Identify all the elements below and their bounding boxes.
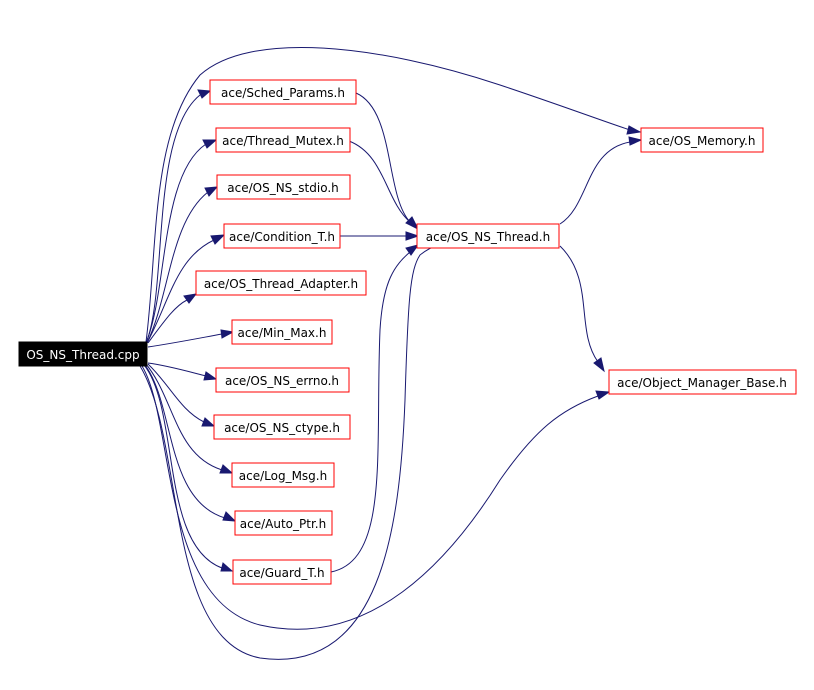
arrowhead [220,329,235,339]
edge-root-to-object-manager-base [141,365,599,630]
node-thread-mutex[interactable]: ace/Thread_Mutex.h [215,127,351,153]
node-min-max[interactable]: ace/Min_Max.h [231,319,333,345]
node-os-ns-ctype[interactable]: ace/OS_NS_ctype.h [213,414,351,440]
node-label: ace/Sched_Params.h [221,86,345,100]
node-sched-params[interactable]: ace/Sched_Params.h [209,79,357,105]
edge-root-to-guard-t [143,364,223,569]
edge-root-to-os-ns-ctype [147,363,205,423]
arrowhead [220,562,234,572]
node-label: ace/Guard_T.h [239,566,324,580]
arrowhead [201,417,216,427]
node-os-ns-errno[interactable]: ace/OS_NS_errno.h [215,367,350,393]
nodes: OS_NS_Thread.cpp ace/Sched_Params.h ace/… [18,79,797,585]
node-os-thread-adapter[interactable]: ace/OS_Thread_Adapter.h [195,270,367,296]
arrowhead [210,234,226,245]
edge-root-to-os-ns-errno [147,362,207,377]
edge-os-ns-thread-to-os-memory [559,141,631,225]
arrowhead [203,371,218,381]
node-label: ace/OS_NS_Thread.h [426,230,550,244]
arrowhead [405,244,420,256]
arrowhead [405,231,420,241]
node-os-ns-thread-h[interactable]: ace/OS_NS_Thread.h [416,223,560,249]
edge-root-to-os-thread-adapter [147,299,188,344]
node-label: ace/Object_Manager_Base.h [617,376,787,390]
edge-sched-params-to-os-ns-thread [355,92,411,223]
edge-root-to-os-ns-thread [139,235,471,660]
arrowhead [204,186,219,197]
edge-root-to-condition-t [146,239,215,344]
node-condition-t[interactable]: ace/Condition_T.h [223,223,341,249]
arrowhead [593,357,605,373]
arrowhead [219,464,234,474]
node-label: ace/OS_Memory.h [649,134,756,148]
edge-root-to-sched-params [145,94,201,344]
edge-root-to-os-memory [145,46,631,343]
node-label: ace/Condition_T.h [229,230,335,244]
node-log-msg[interactable]: ace/Log_Msg.h [231,462,335,488]
edge-guard-t-to-os-ns-thread [330,251,411,573]
arrowhead [202,139,218,149]
node-label: OS_NS_Thread.cpp [26,348,139,362]
arrowhead [626,125,642,135]
node-os-ns-stdio[interactable]: ace/OS_NS_stdio.h [216,174,351,200]
node-label: ace/OS_Thread_Adapter.h [204,277,358,291]
arrowhead [595,390,611,400]
node-root-os-ns-thread-cpp[interactable]: OS_NS_Thread.cpp [18,341,148,367]
arrowhead [405,216,420,231]
edge-root-to-auto-ptr [144,364,226,519]
edges [139,46,643,660]
node-label: ace/OS_NS_stdio.h [227,181,339,195]
node-label: ace/Auto_Ptr.h [240,517,326,531]
node-label: ace/Log_Msg.h [239,469,327,483]
edge-root-to-min-max [147,333,223,348]
node-guard-t[interactable]: ace/Guard_T.h [232,559,332,585]
arrowhead [628,136,643,146]
node-auto-ptr[interactable]: ace/Auto_Ptr.h [234,510,333,536]
arrowhead [197,89,212,99]
arrowhead [183,293,198,304]
edge-root-to-thread-mutex [145,143,207,344]
node-os-memory[interactable]: ace/OS_Memory.h [640,127,764,153]
edge-os-ns-thread-to-object-manager-base [559,245,599,363]
node-label: ace/OS_NS_errno.h [225,374,339,388]
node-object-manager-base[interactable]: ace/Object_Manager_Base.h [608,369,797,395]
node-label: ace/Min_Max.h [238,326,327,340]
node-label: ace/Thread_Mutex.h [222,134,344,148]
arrowhead [222,511,237,522]
edge-root-to-log-msg [145,363,223,471]
edge-root-to-os-ns-stdio [146,191,209,344]
node-label: ace/OS_NS_ctype.h [224,421,340,435]
edge-thread-mutex-to-os-ns-thread [348,140,411,223]
